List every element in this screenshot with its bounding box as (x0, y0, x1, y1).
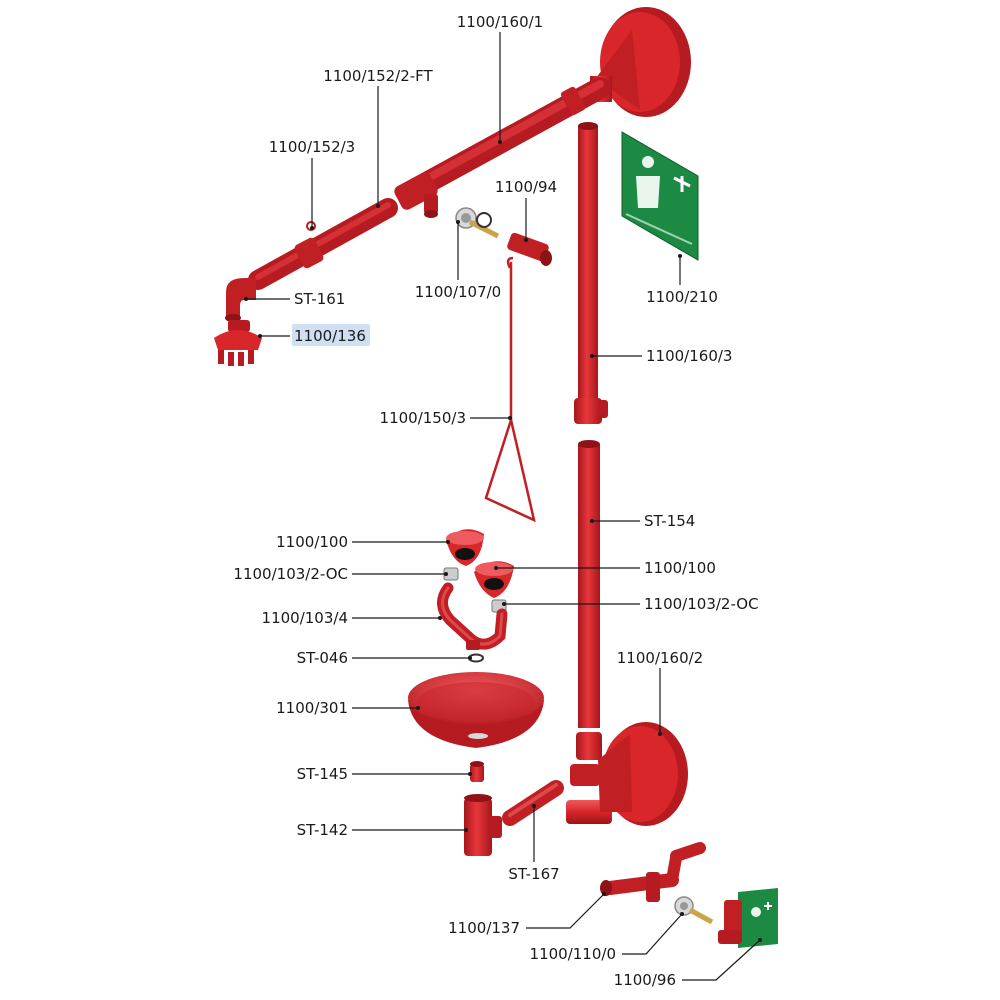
label-elbow-161: ST-161 (294, 290, 345, 308)
shower-arm-pipe (248, 198, 398, 290)
label-cap-left: 1100/100 (276, 533, 348, 551)
label-pipe-top: 1100/160/1 (457, 13, 543, 31)
lower-vertical-pipe (578, 440, 600, 728)
label-pipe-arm: 1100/152/2-FT (323, 67, 433, 85)
highlighted-label-box (292, 324, 370, 346)
pull-rod (484, 256, 536, 523)
eyewash-pipe (437, 582, 508, 650)
bottom-wall-flange (566, 722, 688, 826)
label-bowl-301: 1100/301 (276, 699, 348, 717)
shower-valve (455, 207, 500, 239)
label-flange-bottom: 1100/160/2 (617, 649, 703, 667)
elbow-fitting (225, 278, 256, 322)
top-wall-flange (590, 7, 691, 117)
label-fitting-94: 1100/94 (495, 178, 557, 196)
emergency-shower-sign-icon (621, 131, 699, 261)
shower-head (214, 320, 262, 366)
label-sign-210: 1100/210 (646, 288, 718, 306)
eyewash-cap-left (446, 529, 484, 566)
upper-vertical-pipe (574, 122, 608, 424)
label-pedal-137: 1100/137 (448, 919, 520, 937)
label-pipe-154: ST-154 (644, 512, 695, 530)
label-pipe-upper: 1100/160/3 (646, 347, 732, 365)
drain-tee (464, 794, 502, 856)
hanger-fitting (507, 232, 552, 266)
label-nozzle-left: 1100/103/2-OC (233, 565, 348, 583)
part-labels: 1100/160/1 1100/152/2-FT 1100/152/3 1100… (233, 13, 758, 989)
label-plug-145: ST-145 (297, 765, 348, 783)
label-oring-046: ST-046 (297, 649, 348, 667)
eyewash-valve (674, 896, 714, 925)
label-nozzle-right: 1100/103/2-OC (644, 595, 759, 613)
label-tee-142: ST-142 (297, 821, 348, 839)
label-sign-96: 1100/96 (614, 971, 676, 989)
eyewash-sign-icon (718, 888, 778, 948)
eyewash-cap-right (474, 561, 514, 598)
label-pipe-clamp: 1100/152/3 (269, 138, 355, 156)
label-cap-right: 1100/100 (644, 559, 716, 577)
leader-lines (244, 32, 762, 981)
label-pull-rod: 1100/150/3 (380, 409, 466, 427)
label-eye-pipe: 1100/103/4 (262, 609, 348, 627)
foot-pedal (600, 842, 706, 902)
label-valve-107: 1100/107/0 (415, 283, 501, 301)
label-head-136: 1100/136 (294, 327, 366, 345)
label-nipple-167: ST-167 (508, 865, 559, 883)
label-valve-110: 1100/110/0 (530, 945, 616, 963)
eyewash-bowl (408, 672, 544, 748)
pipe-nipple (502, 780, 564, 826)
drain-plug (470, 761, 484, 782)
top-diagonal-pipe (394, 77, 611, 218)
